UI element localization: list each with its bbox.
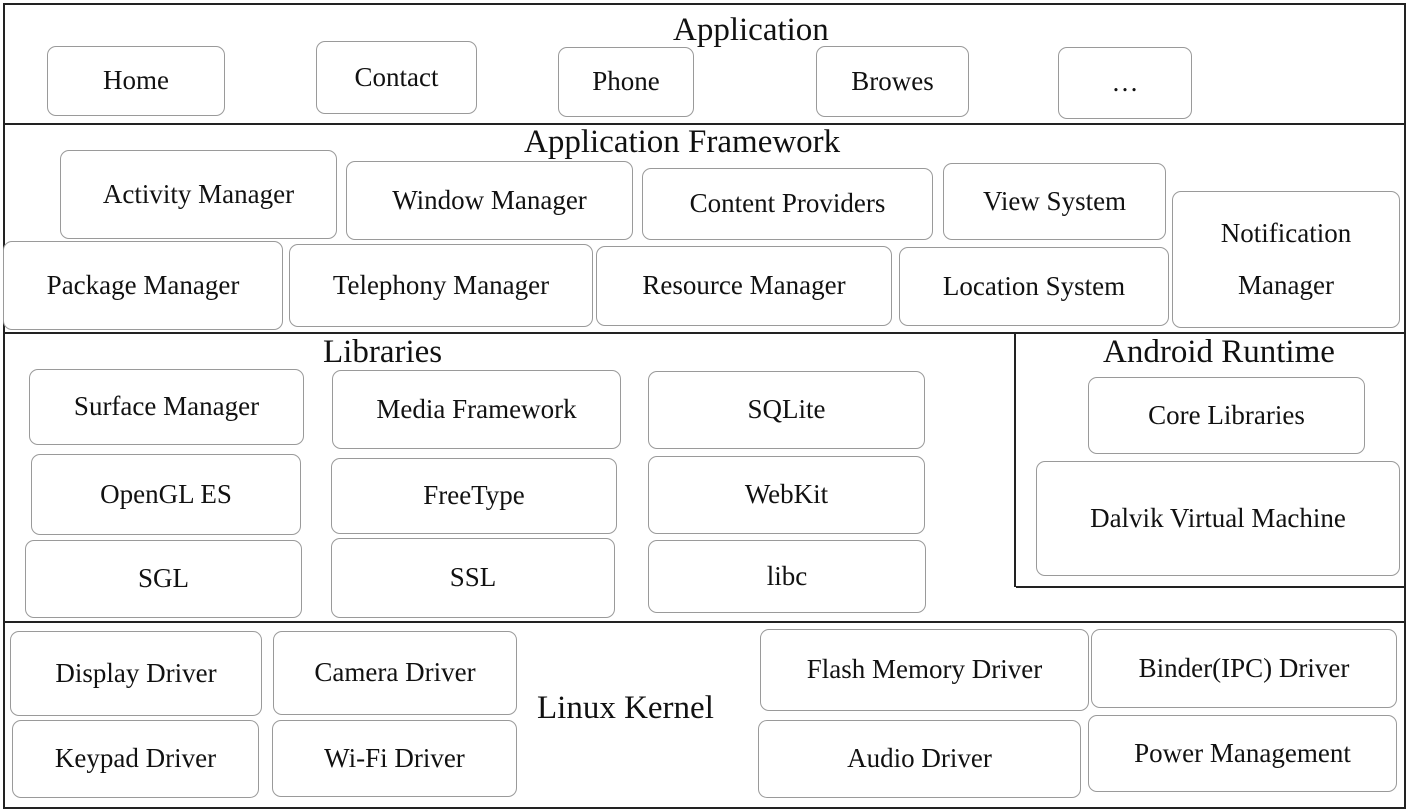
app-home: Home [47,46,225,116]
layer-title-framework: Application Framework [524,124,841,160]
fw-location-system: Location System [899,247,1169,326]
separator-runtime-left [1014,334,1016,587]
layer-title-kernel: Linux Kernel [537,690,714,726]
kr-display-driver: Display Driver [10,631,262,716]
fw-notification-label-1: Notification [1220,218,1352,249]
layer-title-libraries: Libraries [323,334,443,370]
app-more: … [1058,47,1192,119]
app-phone: Phone [558,47,694,117]
kr-power-management: Power Management [1088,715,1397,792]
kr-wifi-driver: Wi-Fi Driver [272,720,517,797]
lib-ssl: SSL [331,538,615,618]
kr-binder-ipc-driver: Binder(IPC) Driver [1091,629,1397,708]
app-contact: Contact [316,41,477,114]
lib-freetype: FreeType [331,458,617,534]
lib-webkit: WebKit [648,456,925,534]
diagram-frame [3,3,1406,809]
layer-title-application: Application [673,12,829,48]
fw-view-system: View System [943,163,1166,240]
app-browes: Browes [816,46,969,117]
fw-resource-manager: Resource Manager [596,246,892,326]
lib-libc: libc [648,540,926,613]
layer-title-runtime: Android Runtime [1103,334,1335,370]
fw-activity-manager: Activity Manager [60,150,337,239]
rt-dalvik-vm: Dalvik Virtual Machine [1036,461,1400,576]
lib-opengl-es: OpenGL ES [31,454,301,535]
fw-window-manager: Window Manager [346,161,633,240]
fw-content-providers: Content Providers [642,168,933,240]
separator-framework [3,332,1406,334]
lib-sqlite: SQLite [648,371,925,449]
lib-media-framework: Media Framework [332,370,621,449]
kr-camera-driver: Camera Driver [273,631,517,715]
kr-keypad-driver: Keypad Driver [12,720,259,798]
separator-runtime-bottom [1016,586,1406,588]
separator-application [3,123,1406,125]
separator-libraries [3,621,1406,623]
lib-sgl: SGL [25,540,302,618]
kr-flash-memory-driver: Flash Memory Driver [760,629,1089,711]
lib-surface-manager: Surface Manager [29,369,304,445]
fw-package-manager: Package Manager [3,241,283,330]
rt-core-libraries: Core Libraries [1088,377,1365,454]
fw-notification-label-2: Manager [1238,269,1334,300]
fw-notification-manager: Notification Manager [1172,191,1400,328]
kr-audio-driver: Audio Driver [758,720,1081,798]
fw-telephony-manager: Telephony Manager [289,244,593,327]
